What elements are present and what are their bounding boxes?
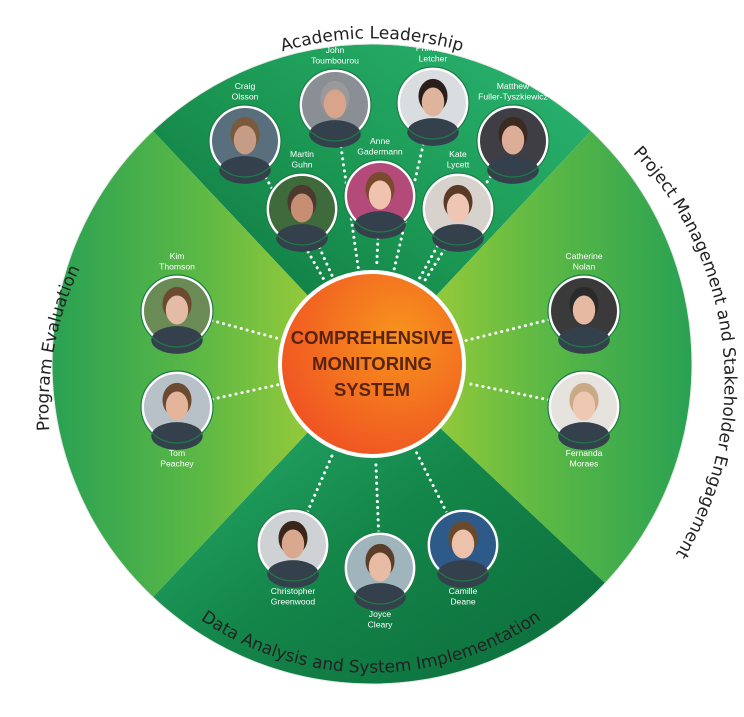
person-name-line-2: Deane [450, 597, 476, 607]
shoulders-shape [432, 224, 484, 252]
face-shape [446, 193, 470, 223]
person-node [256, 508, 330, 588]
person-name-line-1: Craig [235, 81, 256, 91]
face-shape [233, 125, 257, 155]
face-shape [165, 391, 189, 421]
shoulders-shape [487, 156, 539, 184]
person-name-line-1: Primrose [416, 43, 451, 53]
person-node [265, 172, 339, 252]
shoulders-shape [309, 120, 361, 148]
person-name-line-1: Kate [449, 149, 467, 159]
shoulders-shape [437, 560, 489, 588]
connector-line [464, 381, 551, 402]
face-shape [281, 529, 305, 559]
person-node [547, 274, 621, 354]
center-hub [278, 270, 466, 458]
connector-line [374, 458, 381, 534]
person-node [208, 104, 282, 184]
person-name-line-1: John [326, 45, 345, 55]
person-node [476, 104, 550, 184]
shoulders-shape [219, 156, 271, 184]
person-name-line-2: Gadermann [357, 147, 403, 157]
connector-line [463, 318, 551, 343]
shoulders-shape [354, 211, 406, 239]
person-name-line-2: Toumbourou [311, 56, 359, 66]
person-name-line-1: Matthew [497, 81, 530, 91]
person-name-line-2: Cleary [368, 620, 394, 630]
face-shape [368, 552, 392, 582]
shoulders-shape [151, 422, 203, 450]
face-shape [501, 125, 525, 155]
shoulders-shape [267, 560, 319, 588]
person-node [343, 159, 417, 239]
person-name-line-1: Anne [370, 136, 390, 146]
face-shape [572, 295, 596, 325]
person-name-line-2: Fuller-Tyszkiewicz [478, 92, 548, 102]
shoulders-shape [276, 224, 328, 252]
person-name-line-1: Christopher [271, 586, 316, 596]
connector-line [417, 238, 443, 282]
center-line-2: MONITORING [312, 353, 432, 374]
face-shape [421, 87, 445, 117]
face-shape [368, 180, 392, 210]
person-name-line-1: Martin [290, 149, 314, 159]
connector-line [210, 383, 280, 401]
center-line-1: COMPREHENSIVE [291, 327, 453, 348]
face-shape [451, 529, 475, 559]
center-line-3: SYSTEM [334, 379, 410, 400]
person-name-line-2: Nolan [573, 262, 596, 272]
face-shape [290, 193, 314, 223]
person-node [298, 68, 372, 148]
face-shape [323, 89, 347, 119]
face-shape [572, 391, 596, 421]
person-name-line-2: Letcher [419, 54, 448, 64]
person-name-line-1: Fernanda [566, 448, 603, 458]
shoulders-shape [558, 326, 610, 354]
person-name-line-1: Camille [449, 586, 478, 596]
person-name-line-1: Catherine [565, 251, 602, 261]
person-name-line-1: Kim [170, 251, 185, 261]
connector-line [305, 450, 336, 514]
segment-left [52, 131, 372, 597]
face-shape [165, 295, 189, 325]
person-node [140, 370, 214, 450]
person-name-line-2: Guhn [291, 160, 312, 170]
person-name-line-2: Lycett [447, 160, 470, 170]
person-name-line-2: Thomson [159, 262, 195, 272]
segment-right [372, 131, 692, 583]
person-name-line-2: Olsson [232, 92, 259, 102]
person-name-line-2: Peachey [160, 459, 194, 469]
person-node [426, 508, 500, 588]
shoulders-shape [407, 118, 459, 146]
shoulders-shape [354, 583, 406, 611]
person-node [343, 531, 417, 611]
person-node [396, 66, 470, 146]
person-name-line-1: Tom [169, 448, 185, 458]
shoulders-shape [151, 326, 203, 354]
person-name-line-2: Greenwood [271, 597, 316, 607]
person-name-line-2: Moraes [570, 459, 599, 469]
person-name-line-1: Joyce [369, 609, 392, 619]
person-node [421, 172, 495, 252]
connector-line [210, 318, 281, 341]
person-node [547, 370, 621, 450]
person-node [140, 274, 214, 354]
segment-bottom [153, 364, 605, 684]
connector-line [413, 448, 449, 515]
shoulders-shape [558, 422, 610, 450]
